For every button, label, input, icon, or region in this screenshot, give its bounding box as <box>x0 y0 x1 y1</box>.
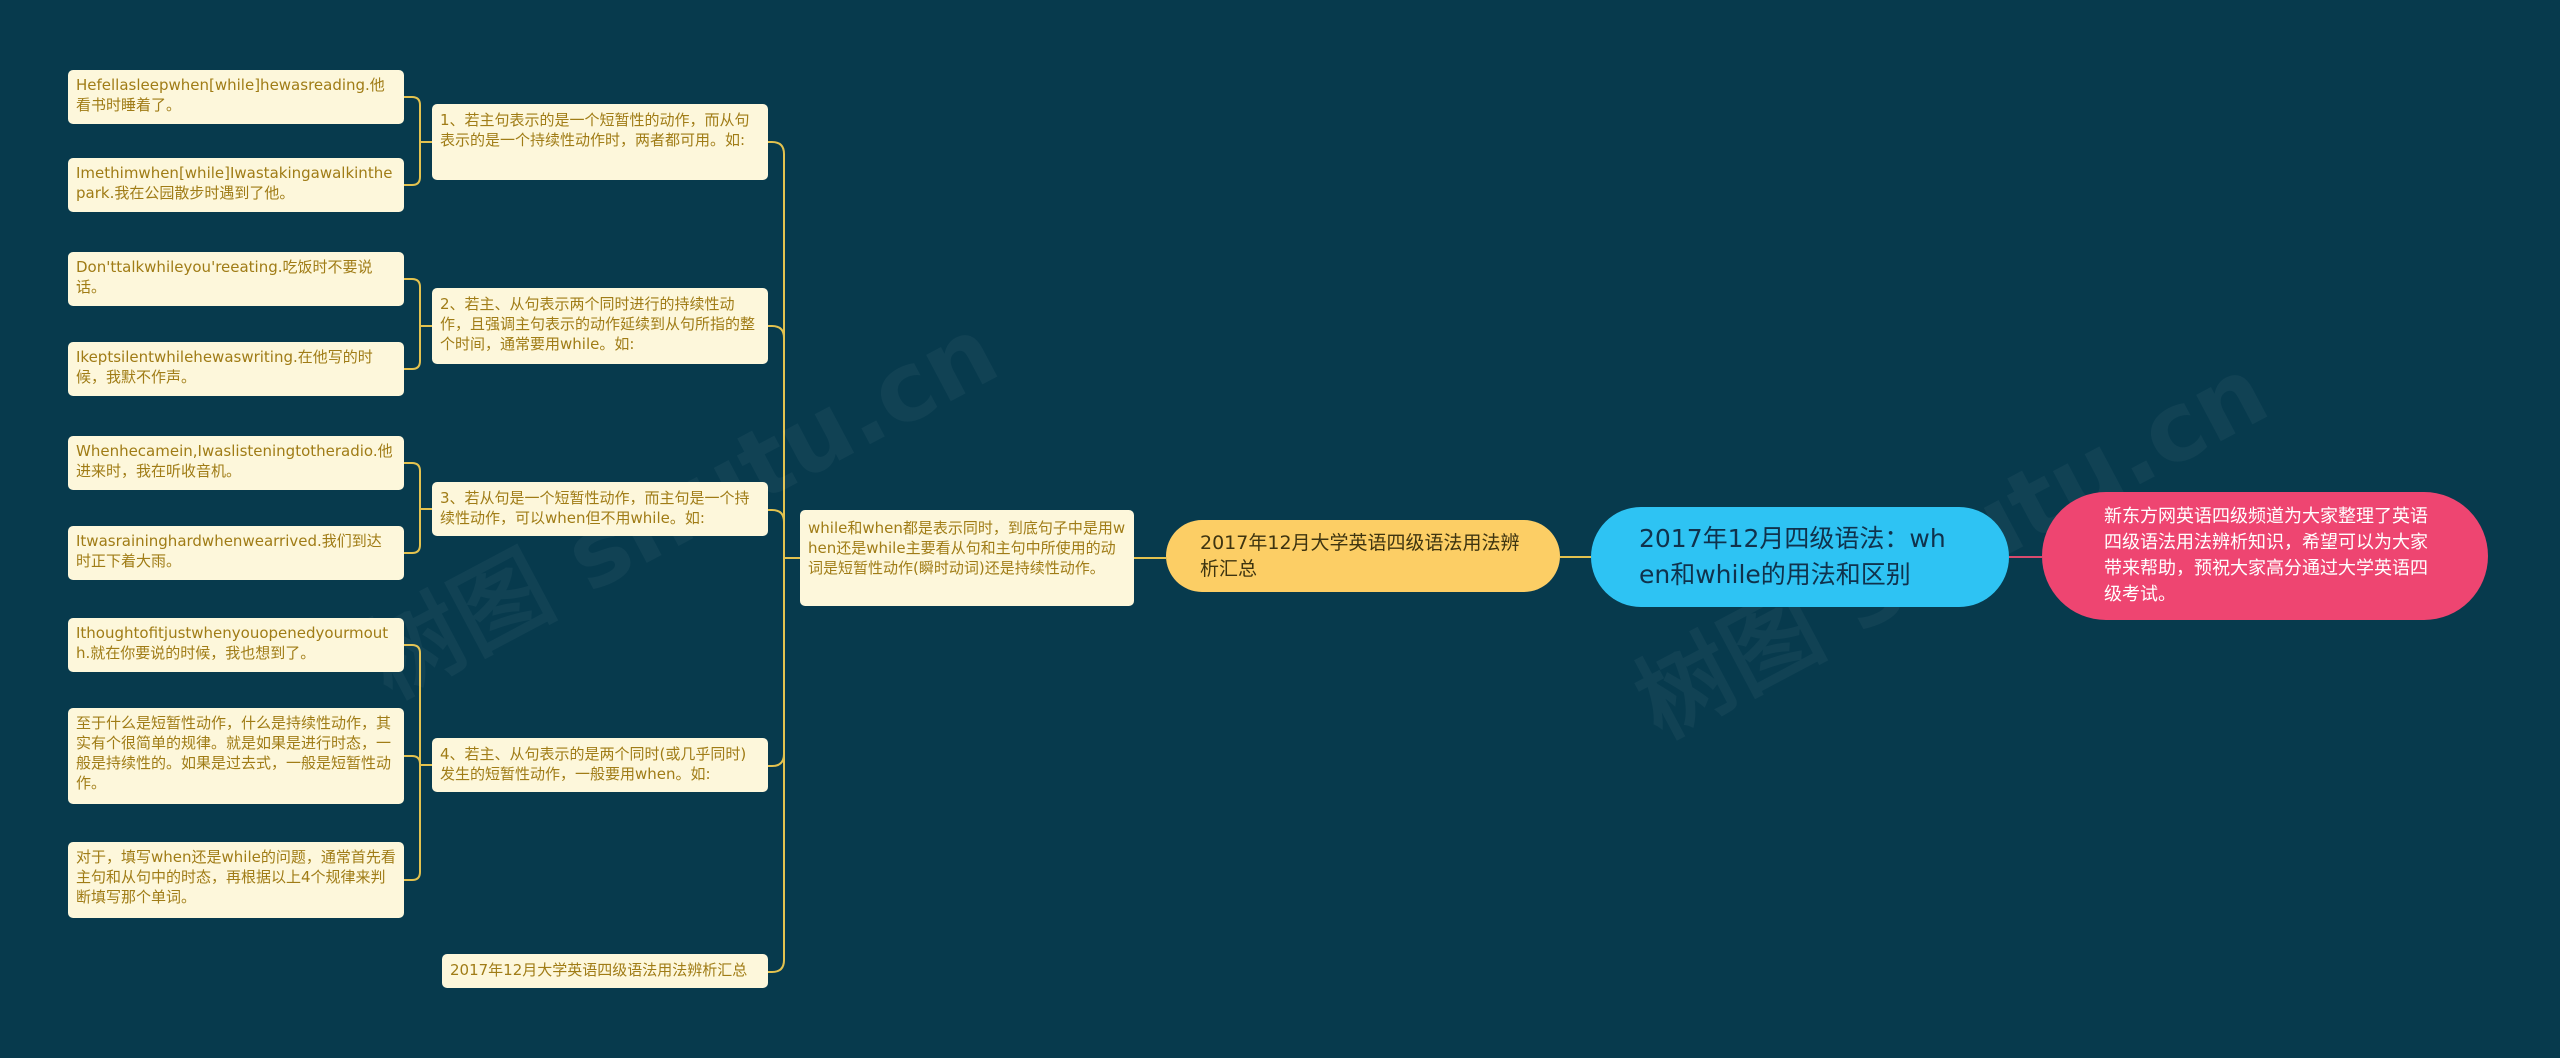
link-example-4-3 <box>404 871 421 881</box>
link-branch-2 <box>768 325 785 339</box>
example-text: Imethimwhen[while]Iwastakingawalkinthepa… <box>76 164 393 202</box>
intro-note-node[interactable]: 新东方网英语四级频道为大家整理了英语四级语法用法辨析知识，希望可以为大家带来帮助… <box>2042 492 2488 620</box>
link-example-1-1 <box>404 96 421 106</box>
rule-1-text: 1、若主句表示的是一个短暂性的动作，而从句表示的是一个持续性动作时，两者都可用。… <box>440 111 750 149</box>
link-branch-4 <box>768 753 785 767</box>
example-4-2[interactable]: 至于什么是短暂性动作，什么是持续性动作，其实有个很简单的规律。就是如果是进行时态… <box>68 708 404 804</box>
link-example-4-1 <box>404 644 421 654</box>
example-text: Ithoughtofitjustwhenyouopenedyourmouth.就… <box>76 624 389 662</box>
central-topic-node[interactable]: 2017年12月四级语法：when和while的用法和区别 <box>1591 507 2009 607</box>
link-example-2-2 <box>404 360 421 370</box>
link-example-1-2 <box>404 176 421 186</box>
example-1-2[interactable]: Imethimwhen[while]Iwastakingawalkinthepa… <box>68 158 404 212</box>
summary-node[interactable]: while和when都是表示同时，到底句子中是用when还是while主要看从句… <box>800 510 1134 606</box>
rule-2-node[interactable]: 2、若主、从句表示两个同时进行的持续性动作，且强调主句表示的动作延续到从句所指的… <box>432 288 768 364</box>
example-text: 对于，填写when还是while的问题，通常首先看主句和从句中的时态，再根据以上… <box>76 848 396 906</box>
link-branch-1 <box>768 141 785 155</box>
link-example-2-1 <box>404 278 421 288</box>
link-branch-5 <box>768 959 785 973</box>
summary-text: while和when都是表示同时，到底句子中是用when还是while主要看从句… <box>808 519 1126 577</box>
example-text: Hefellasleepwhen[while]hewasreading.他看书时… <box>76 76 385 114</box>
link-example-3-1 <box>404 462 421 472</box>
rule-4-text: 4、若主、从句表示的是两个同时(或几乎同时)发生的短暂性动作，一般要用when。… <box>440 745 747 783</box>
intro-note-text: 新东方网英语四级频道为大家整理了英语四级语法用法辨析知识，希望可以为大家带来帮助… <box>2104 506 2428 605</box>
example-3-1[interactable]: Whenhecamein,Iwaslisteningtotheradio.他进来… <box>68 436 404 490</box>
example-text: Itwasraininghardwhenwearrived.我们到达时正下着大雨… <box>76 532 382 570</box>
example-text: Whenhecamein,Iwaslisteningtotheradio.他进来… <box>76 442 393 480</box>
rule-4-node[interactable]: 4、若主、从句表示的是两个同时(或几乎同时)发生的短暂性动作，一般要用when。… <box>432 738 768 792</box>
rule-5-text: 2017年12月大学英语四级语法用法辨析汇总 <box>450 961 748 979</box>
link-example-4-2 <box>404 755 421 765</box>
example-text: Don'ttalkwhileyou'reeating.吃饭时不要说话。 <box>76 258 373 296</box>
rule-5-node[interactable]: 2017年12月大学英语四级语法用法辨析汇总 <box>442 954 768 988</box>
example-text: 至于什么是短暂性动作，什么是持续性动作，其实有个很简单的规律。就是如果是进行时态… <box>76 714 392 792</box>
rule-3-text: 3、若从句是一个短暂性动作，而主句是一个持续性动作，可以when但不用while… <box>440 489 750 527</box>
rule-1-node[interactable]: 1、若主句表示的是一个短暂性的动作，而从句表示的是一个持续性动作时，两者都可用。… <box>432 104 768 180</box>
example-2-2[interactable]: Ikeptsilentwhilehewaswriting.在他写的时候，我默不作… <box>68 342 404 396</box>
example-4-3[interactable]: 对于，填写when还是while的问题，通常首先看主句和从句中的时态，再根据以上… <box>68 842 404 918</box>
example-4-1[interactable]: Ithoughtofitjustwhenyouopenedyourmouth.就… <box>68 618 404 672</box>
example-text: Ikeptsilentwhilehewaswriting.在他写的时候，我默不作… <box>76 348 373 386</box>
rule-3-node[interactable]: 3、若从句是一个短暂性动作，而主句是一个持续性动作，可以when但不用while… <box>432 482 768 536</box>
example-1-1[interactable]: Hefellasleepwhen[while]hewasreading.他看书时… <box>68 70 404 124</box>
example-2-1[interactable]: Don'ttalkwhileyou'reeating.吃饭时不要说话。 <box>68 252 404 306</box>
level1-topic-text: 2017年12月大学英语四级语法用法辨析汇总 <box>1200 532 1520 580</box>
rule-2-text: 2、若主、从句表示两个同时进行的持续性动作，且强调主句表示的动作延续到从句所指的… <box>440 295 756 353</box>
level1-topic-node[interactable]: 2017年12月大学英语四级语法用法辨析汇总 <box>1166 520 1560 592</box>
example-3-2[interactable]: Itwasraininghardwhenwearrived.我们到达时正下着大雨… <box>68 526 404 580</box>
link-branch-3 <box>768 509 785 523</box>
link-example-3-2 <box>404 544 421 554</box>
central-topic-text: 2017年12月四级语法：when和while的用法和区别 <box>1639 524 1946 589</box>
